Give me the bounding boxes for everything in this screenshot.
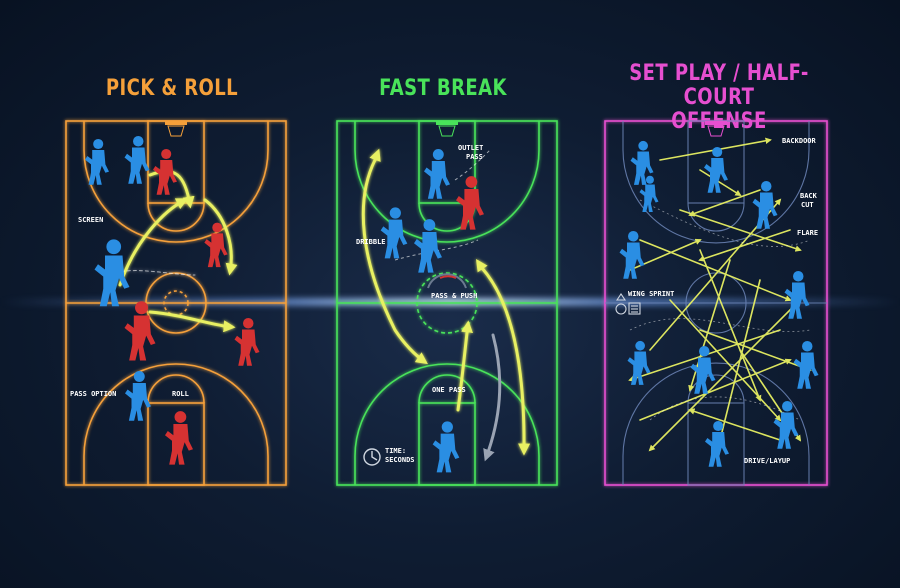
label-screen: SCREEN bbox=[78, 216, 103, 224]
label-dribble: DRIBBLE bbox=[356, 238, 386, 246]
label-pass-option: PASS OPTION bbox=[70, 390, 116, 398]
fast-break-dim-arrow bbox=[483, 333, 502, 462]
label-wing-sprint: WING SPRINT bbox=[628, 290, 674, 298]
pick-roll-arrows bbox=[109, 169, 238, 333]
fast-break-hoop bbox=[436, 121, 458, 137]
pick-roll-title: PICK & ROLL bbox=[105, 76, 239, 101]
fb-offense-player-1 bbox=[424, 149, 450, 199]
label-backdoor: BACKDOOR bbox=[782, 137, 817, 145]
play-card-icon bbox=[615, 293, 641, 315]
label-one-pass: ONE PASS bbox=[432, 386, 466, 394]
label-pass-push: PASS & PUSH bbox=[431, 292, 477, 300]
sp-player-11 bbox=[705, 420, 729, 467]
label-time: TIME:SECONDS bbox=[385, 447, 415, 464]
fast-break-dashed-paths bbox=[394, 149, 491, 261]
pick-roll-labels: SCREEN PASS OPTION ROLL bbox=[70, 216, 189, 398]
set-play-hoop bbox=[705, 121, 727, 137]
set-play-arrows bbox=[628, 137, 812, 452]
fast-break-title: FAST BREAK bbox=[379, 76, 507, 101]
set-play-title-line1: SET PLAY / HALF-COURT bbox=[629, 61, 809, 110]
pr-defense-player-5 bbox=[165, 411, 193, 465]
center-glow-line bbox=[0, 298, 900, 306]
pr-defense-player-4 bbox=[234, 318, 260, 366]
fast-break-arrows bbox=[361, 148, 531, 456]
sp-player-10 bbox=[773, 401, 799, 449]
sp-player-5 bbox=[619, 231, 645, 279]
set-play-court-lines bbox=[605, 120, 827, 486]
pick-roll-players bbox=[85, 136, 260, 465]
fast-break-players bbox=[380, 149, 484, 473]
fast-break-timer-gauge bbox=[427, 273, 467, 289]
label-flare: FLARE bbox=[797, 229, 818, 237]
fb-defense-player-1 bbox=[456, 176, 484, 230]
sp-player-4 bbox=[752, 181, 778, 229]
set-play-players bbox=[619, 140, 819, 467]
sp-player-9 bbox=[793, 341, 819, 389]
set-play-dashed-paths bbox=[629, 199, 811, 421]
label-roll: ROLL bbox=[172, 390, 189, 398]
pick-roll-hoop bbox=[165, 121, 187, 137]
pr-offense-player-2 bbox=[124, 136, 150, 184]
pr-offense-player-3 bbox=[125, 371, 151, 421]
sp-player-7 bbox=[627, 340, 651, 385]
fb-offense-player-3 bbox=[414, 219, 442, 273]
pr-defense-player-3 bbox=[124, 301, 156, 361]
fb-offense-player-4 bbox=[432, 421, 460, 473]
label-drive-layup: DRIVE/LAYUP bbox=[744, 457, 790, 465]
fb-offense-player-2 bbox=[380, 207, 408, 259]
clock-icon bbox=[363, 448, 381, 466]
